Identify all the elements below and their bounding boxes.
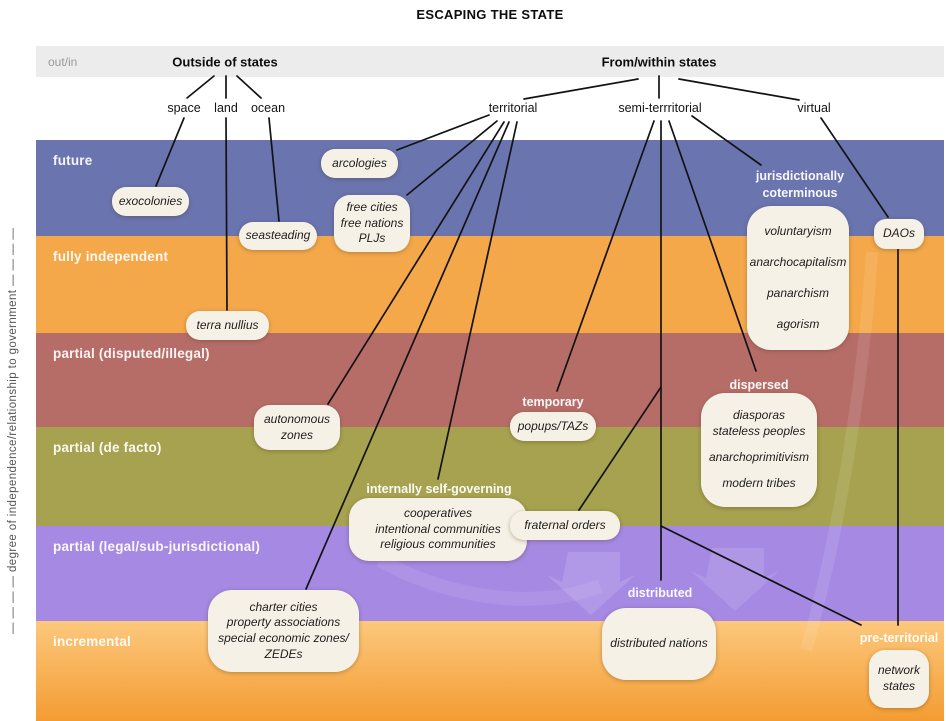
node-text: voluntaryism (764, 223, 832, 238)
node-charter-cities-group: charter cities property associations spe… (208, 590, 359, 672)
category-virtual: virtual (797, 101, 831, 115)
node-text: stateless peoples (712, 423, 806, 438)
node-text: zones (280, 427, 314, 442)
node-text: cooperatives (403, 506, 473, 521)
band-label: incremental (53, 634, 131, 649)
node-seasteading: seasteading (239, 222, 317, 250)
label-line: coterminous (762, 185, 838, 200)
node-text: religious communities (380, 537, 496, 552)
node-text: fraternal orders (524, 517, 606, 532)
band-label: fully independent (53, 249, 169, 264)
category-space: space (167, 101, 201, 115)
node-text: popups/TAZs (517, 418, 589, 433)
category-semi-territorial: semi-terrritorial (618, 101, 702, 115)
node-text: network (877, 663, 921, 678)
node-exocolonies: exocolonies (112, 187, 189, 216)
node-text: intentional communities (375, 521, 501, 536)
label-line: jurisdictionally (755, 169, 845, 183)
edge-outside-ocean (236, 75, 262, 99)
node-text: property associations (226, 615, 341, 630)
group-label-internally-self-governing: internally self-governing (366, 482, 512, 496)
node-popups-tazs: popups/TAZs (510, 412, 596, 441)
group-label-temporary: temporary (522, 395, 584, 409)
y-axis-label: — — — — degree of independence/relations… (7, 227, 19, 634)
band-label: partial (de facto) (53, 440, 162, 455)
category-ocean: ocean (250, 101, 286, 115)
node-text: anarchocapitalism (749, 254, 847, 269)
node-text: autonomous (263, 411, 331, 426)
node-text: terra nullius (196, 317, 259, 332)
column-outside-of-states: Outside of states (172, 54, 278, 69)
node-text: free cities (346, 200, 398, 215)
node-text: ZEDEs (264, 646, 303, 661)
group-label-jurisdictionally-coterminous: jurisdictionally coterminous (756, 168, 844, 202)
node-dispersed-group: diasporas stateless peoples anarchoprimi… (701, 393, 817, 507)
node-text: diasporas (732, 408, 785, 423)
node-text: agorism (776, 316, 820, 331)
band-incremental: incremental (36, 621, 944, 721)
node-text: seasteading (245, 228, 311, 243)
node-text: special economic zones/ (218, 631, 349, 645)
node-text: PLJs (358, 231, 386, 246)
node-free-cities: free cities free nations PLJs (334, 195, 410, 252)
node-text-block: diasporas stateless peoples (713, 408, 806, 439)
node-text: states (882, 679, 915, 693)
group-label-distributed: distributed (627, 586, 693, 600)
node-autonomous-zones: autonomous zones (254, 405, 340, 450)
node-distributed-nations: distributed nations (602, 608, 716, 680)
edge-within-virtual (678, 78, 800, 101)
band-label: partial (legal/sub-jurisdictional) (53, 539, 261, 554)
group-label-pre-territorial: pre-territorial (859, 631, 939, 645)
category-territorial: territorial (488, 101, 538, 115)
node-text: distributed nations (610, 636, 708, 651)
node-fraternal-orders: fraternal orders (510, 511, 620, 540)
group-label-dispersed: dispersed (729, 378, 789, 392)
node-text: panarchism (766, 285, 830, 300)
column-from-within-states: From/within states (601, 54, 717, 69)
node-text: anarchoprimitivism (708, 449, 810, 464)
node-text: free nations (340, 215, 404, 230)
band-label: partial (disputed/illegal) (53, 346, 210, 361)
page-title: ESCAPING THE STATE (416, 7, 564, 22)
category-land: land (214, 101, 238, 115)
node-text: DAOs (882, 226, 915, 241)
edge-within-territorial (523, 78, 639, 100)
node-text: charter cities (249, 599, 318, 614)
node-network-states: network states (869, 650, 929, 708)
node-arcologies: arcologies (321, 149, 398, 178)
node-daos: DAOs (874, 219, 924, 249)
node-terra-nullius: terra nullius (186, 311, 269, 340)
band-label: future (53, 153, 93, 168)
node-jurisdictional-ideologies: voluntaryism anarchocapitalism panarchis… (747, 206, 849, 350)
node-text: arcologies (332, 155, 387, 170)
out-in-label: out/in (48, 54, 78, 69)
edge-outside-space (186, 75, 215, 99)
node-cooperatives-group: cooperatives intentional communities rel… (349, 498, 527, 561)
header-bar: out/in Outside of states From/within sta… (36, 46, 944, 77)
node-text: modern tribes (722, 476, 796, 491)
node-text: exocolonies (118, 193, 183, 208)
